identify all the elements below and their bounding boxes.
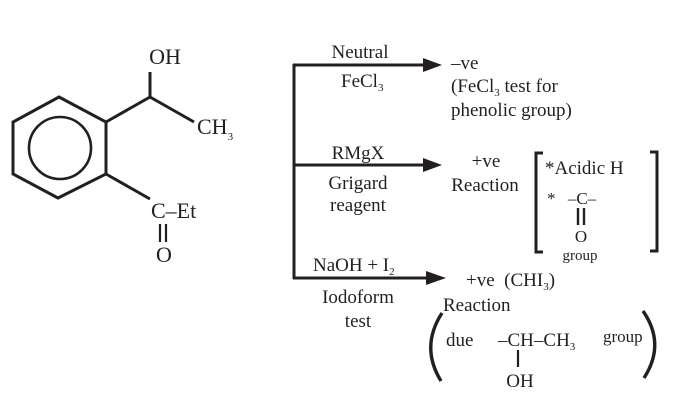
bracket-carbonyl-o: O <box>575 227 587 246</box>
paren-due: due <box>446 330 473 351</box>
branch-grignard: RMgX Grigard reagent +ve Reaction *Acidi… <box>328 143 659 264</box>
bond-ring-to-choh <box>105 95 151 124</box>
right-parenthesis <box>641 310 657 379</box>
arrow-1-head <box>423 58 442 72</box>
ch3-label: CH3 <box>197 114 234 143</box>
result-negative: –ve <box>450 53 478 74</box>
reagent-neutral: Neutral <box>332 42 389 63</box>
result-reaction: Reaction <box>443 295 511 316</box>
paren-group-word: group <box>603 327 643 346</box>
reagent-iodoform: Iodoform <box>322 287 394 308</box>
c-et-label: C–Et <box>151 198 196 223</box>
branch-iodoform: NaOH + I2 Iodoform test +ve (CHI3) React… <box>313 255 657 392</box>
result-fecl3-test: (FeCl3 test for <box>451 76 558 99</box>
bond-ring-to-carbonyl <box>105 172 151 201</box>
bracket-star: * <box>547 189 556 208</box>
reagent-naoh-i2: NaOH + I2 <box>313 255 395 278</box>
result-reaction: Reaction <box>451 175 519 196</box>
bracket-carbonyl-c: –C– <box>567 189 597 208</box>
right-square-bracket <box>650 150 659 253</box>
branch-connector <box>292 58 446 285</box>
arrow-2-head <box>423 158 442 172</box>
bracket-acidic-h: *Acidic H <box>545 158 624 179</box>
reagent-grigard: Grigard <box>328 173 388 194</box>
bracket-group: group <box>563 248 598 264</box>
paren-ch-ch3: –CH–CH3 <box>497 330 576 353</box>
left-parenthesis <box>429 312 444 382</box>
left-square-bracket <box>534 151 543 254</box>
oh-label: OH <box>149 44 181 69</box>
reagent-rmgx: RMgX <box>332 143 385 164</box>
aromatic-circle <box>27 115 93 181</box>
result-positive-chi3: +ve (CHI3) <box>466 270 555 293</box>
result-positive: +ve <box>472 151 501 172</box>
result-phenolic: phenolic group) <box>451 100 572 121</box>
paren-oh: OH <box>506 371 534 392</box>
arrow-3-head <box>426 271 446 285</box>
bond-c-ch3 <box>149 95 195 124</box>
reagent-fecl3: FeCl3 <box>341 71 384 94</box>
branch-fecl3: Neutral FeCl3 –ve (FeCl3 test for phenol… <box>332 42 572 121</box>
reagent-test: test <box>345 311 372 332</box>
molecule-structure: OH CH3 C–Et O <box>11 44 234 267</box>
reagent-reagent: reagent <box>330 195 387 216</box>
carbonyl-o-label: O <box>156 242 172 267</box>
